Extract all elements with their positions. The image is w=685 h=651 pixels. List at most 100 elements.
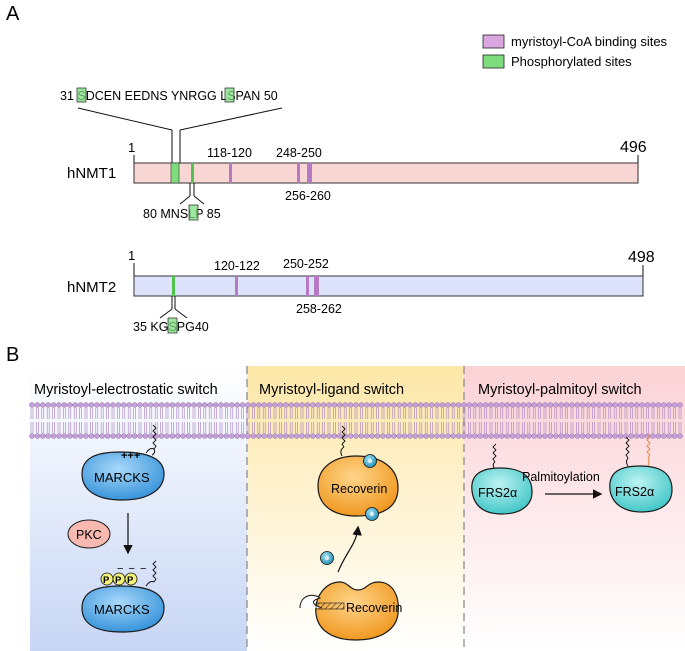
calcium-ion-free — [320, 551, 334, 565]
lipid-head-inner — [472, 433, 478, 439]
lipid-head-inner — [445, 433, 451, 439]
lipid-tail-inner — [235, 422, 239, 433]
lipid-head-outer — [401, 402, 408, 408]
lipid-tail-inner — [333, 422, 336, 433]
lipid-head-outer — [137, 402, 143, 408]
lipid-tail-outer — [198, 408, 201, 419]
lipid-head-outer — [353, 402, 359, 408]
lipid-head-outer — [67, 402, 73, 408]
lipid-head-inner — [131, 433, 138, 439]
lipid-head-outer — [515, 402, 521, 408]
lipid-tail-inner — [295, 422, 298, 433]
lipid-tail-outer — [392, 408, 396, 419]
legend-swatch-myristoyl — [482, 34, 505, 49]
lipid-tail-inner — [446, 422, 450, 433]
lipid-head-inner — [72, 433, 78, 439]
lipid-tail-outer — [370, 408, 374, 419]
hnmt2-start: 1 — [128, 248, 135, 263]
lipid-head-inner — [234, 433, 240, 439]
lipid-tail-outer — [619, 408, 622, 419]
lipid-tail-outer — [306, 408, 309, 419]
lipid-tail-inner — [52, 422, 55, 433]
lipid-head-outer — [250, 402, 257, 408]
hnmt1-range-1: 118-120 — [207, 146, 252, 160]
lipid-tail-inner — [133, 422, 136, 433]
lipid-head-inner — [585, 433, 591, 439]
lipid-head-inner — [331, 433, 338, 439]
lipid-tail-inner — [376, 422, 379, 433]
lipid-tail-outer — [144, 408, 147, 419]
lipid-head-outer — [585, 402, 591, 408]
lipid-head-inner — [526, 433, 532, 439]
legend-label-myristoyl: myristoyl-CoA binding sites — [511, 34, 668, 49]
panel-a-label: A — [6, 3, 20, 25]
lipid-head-outer — [326, 402, 332, 408]
lipid-head-inner — [596, 433, 602, 439]
lipid-head-outer — [601, 402, 608, 408]
lipid-head-inner — [110, 433, 116, 439]
palmitoyl-switch-scene: FRS2α Palmitoylation FRS2α — [471, 433, 673, 515]
lipid-head-outer — [472, 402, 478, 408]
lipid-tail-inner — [57, 422, 61, 433]
lipid-tail-outer — [613, 408, 617, 419]
hnmt1-name: hNMT1 — [67, 165, 116, 182]
lipid-tail-inner — [171, 422, 174, 433]
lipid-tail-outer — [295, 408, 298, 419]
lipid-tail-outer — [349, 408, 352, 419]
lipid-tail-inner — [657, 422, 660, 433]
lipid-head-outer — [482, 402, 489, 408]
lipid-tail-outer — [581, 408, 585, 419]
lipid-head-inner — [531, 433, 537, 439]
lipid-tail-inner — [397, 422, 401, 433]
lipid-head-inner — [320, 433, 327, 439]
lipid-tail-outer — [651, 408, 655, 419]
title-ligand-switch: Myristoyl-ligand switch — [259, 382, 404, 398]
lipid-head-inner — [315, 433, 321, 439]
lipid-tail-outer — [489, 408, 493, 419]
lipid-tail-outer — [667, 408, 671, 419]
lipid-head-outer — [180, 402, 186, 408]
lipid-head-inner — [412, 433, 419, 439]
palmitoylation-label: Palmitoylation — [522, 470, 600, 484]
lipid-head-inner — [623, 433, 629, 439]
lipid-tail-outer — [111, 408, 115, 419]
lipid-head-outer — [374, 402, 381, 408]
marcks-top-label: MARCKS — [94, 470, 150, 485]
lipid-tail-inner — [181, 422, 185, 433]
lipid-tail-outer — [570, 408, 574, 419]
lipid-tail-outer — [203, 408, 207, 419]
hnmt1-seq-top: 31 SDCEN EEDNS YNRGG LSPAN 50 — [60, 89, 278, 103]
lipid-head-inner — [401, 433, 408, 439]
lipid-tail-inner — [365, 422, 369, 433]
lipid-head-inner — [655, 433, 662, 439]
lipid-head-inner — [461, 433, 467, 439]
lipid-tail-inner — [441, 422, 444, 433]
lipid-head-inner — [272, 433, 278, 439]
lipid-tail-inner — [100, 422, 104, 433]
lipid-head-inner — [337, 433, 343, 439]
lipid-tail-outer — [338, 408, 342, 419]
frs2a-left — [471, 467, 533, 515]
lipid-head-outer — [212, 402, 219, 408]
frs2a-left-label: FRS2α — [478, 486, 517, 500]
lipid-tail-outer — [133, 408, 136, 419]
calcium-ion-bottom — [365, 507, 379, 521]
lipid-tail-inner — [613, 422, 617, 433]
lipid-tail-outer — [95, 408, 99, 419]
lipid-tail-inner — [597, 422, 601, 433]
lipid-tail-inner — [403, 422, 406, 433]
lipid-head-outer — [277, 402, 284, 408]
lipid-tail-inner — [246, 422, 250, 433]
lipid-head-outer — [310, 402, 316, 408]
lipid-head-outer — [666, 402, 672, 408]
lipid-tail-inner — [603, 422, 606, 433]
lipid-tail-inner — [478, 422, 482, 433]
lipid-tail-outer — [52, 408, 55, 419]
lipid-head-inner — [191, 433, 197, 439]
lipid-tail-outer — [79, 408, 82, 419]
lipid-head-outer — [531, 402, 537, 408]
lipid-head-inner — [385, 433, 392, 439]
lipid-tail-outer — [387, 408, 390, 419]
lipid-tail-inner — [619, 422, 622, 433]
lipid-head-outer — [234, 402, 240, 408]
